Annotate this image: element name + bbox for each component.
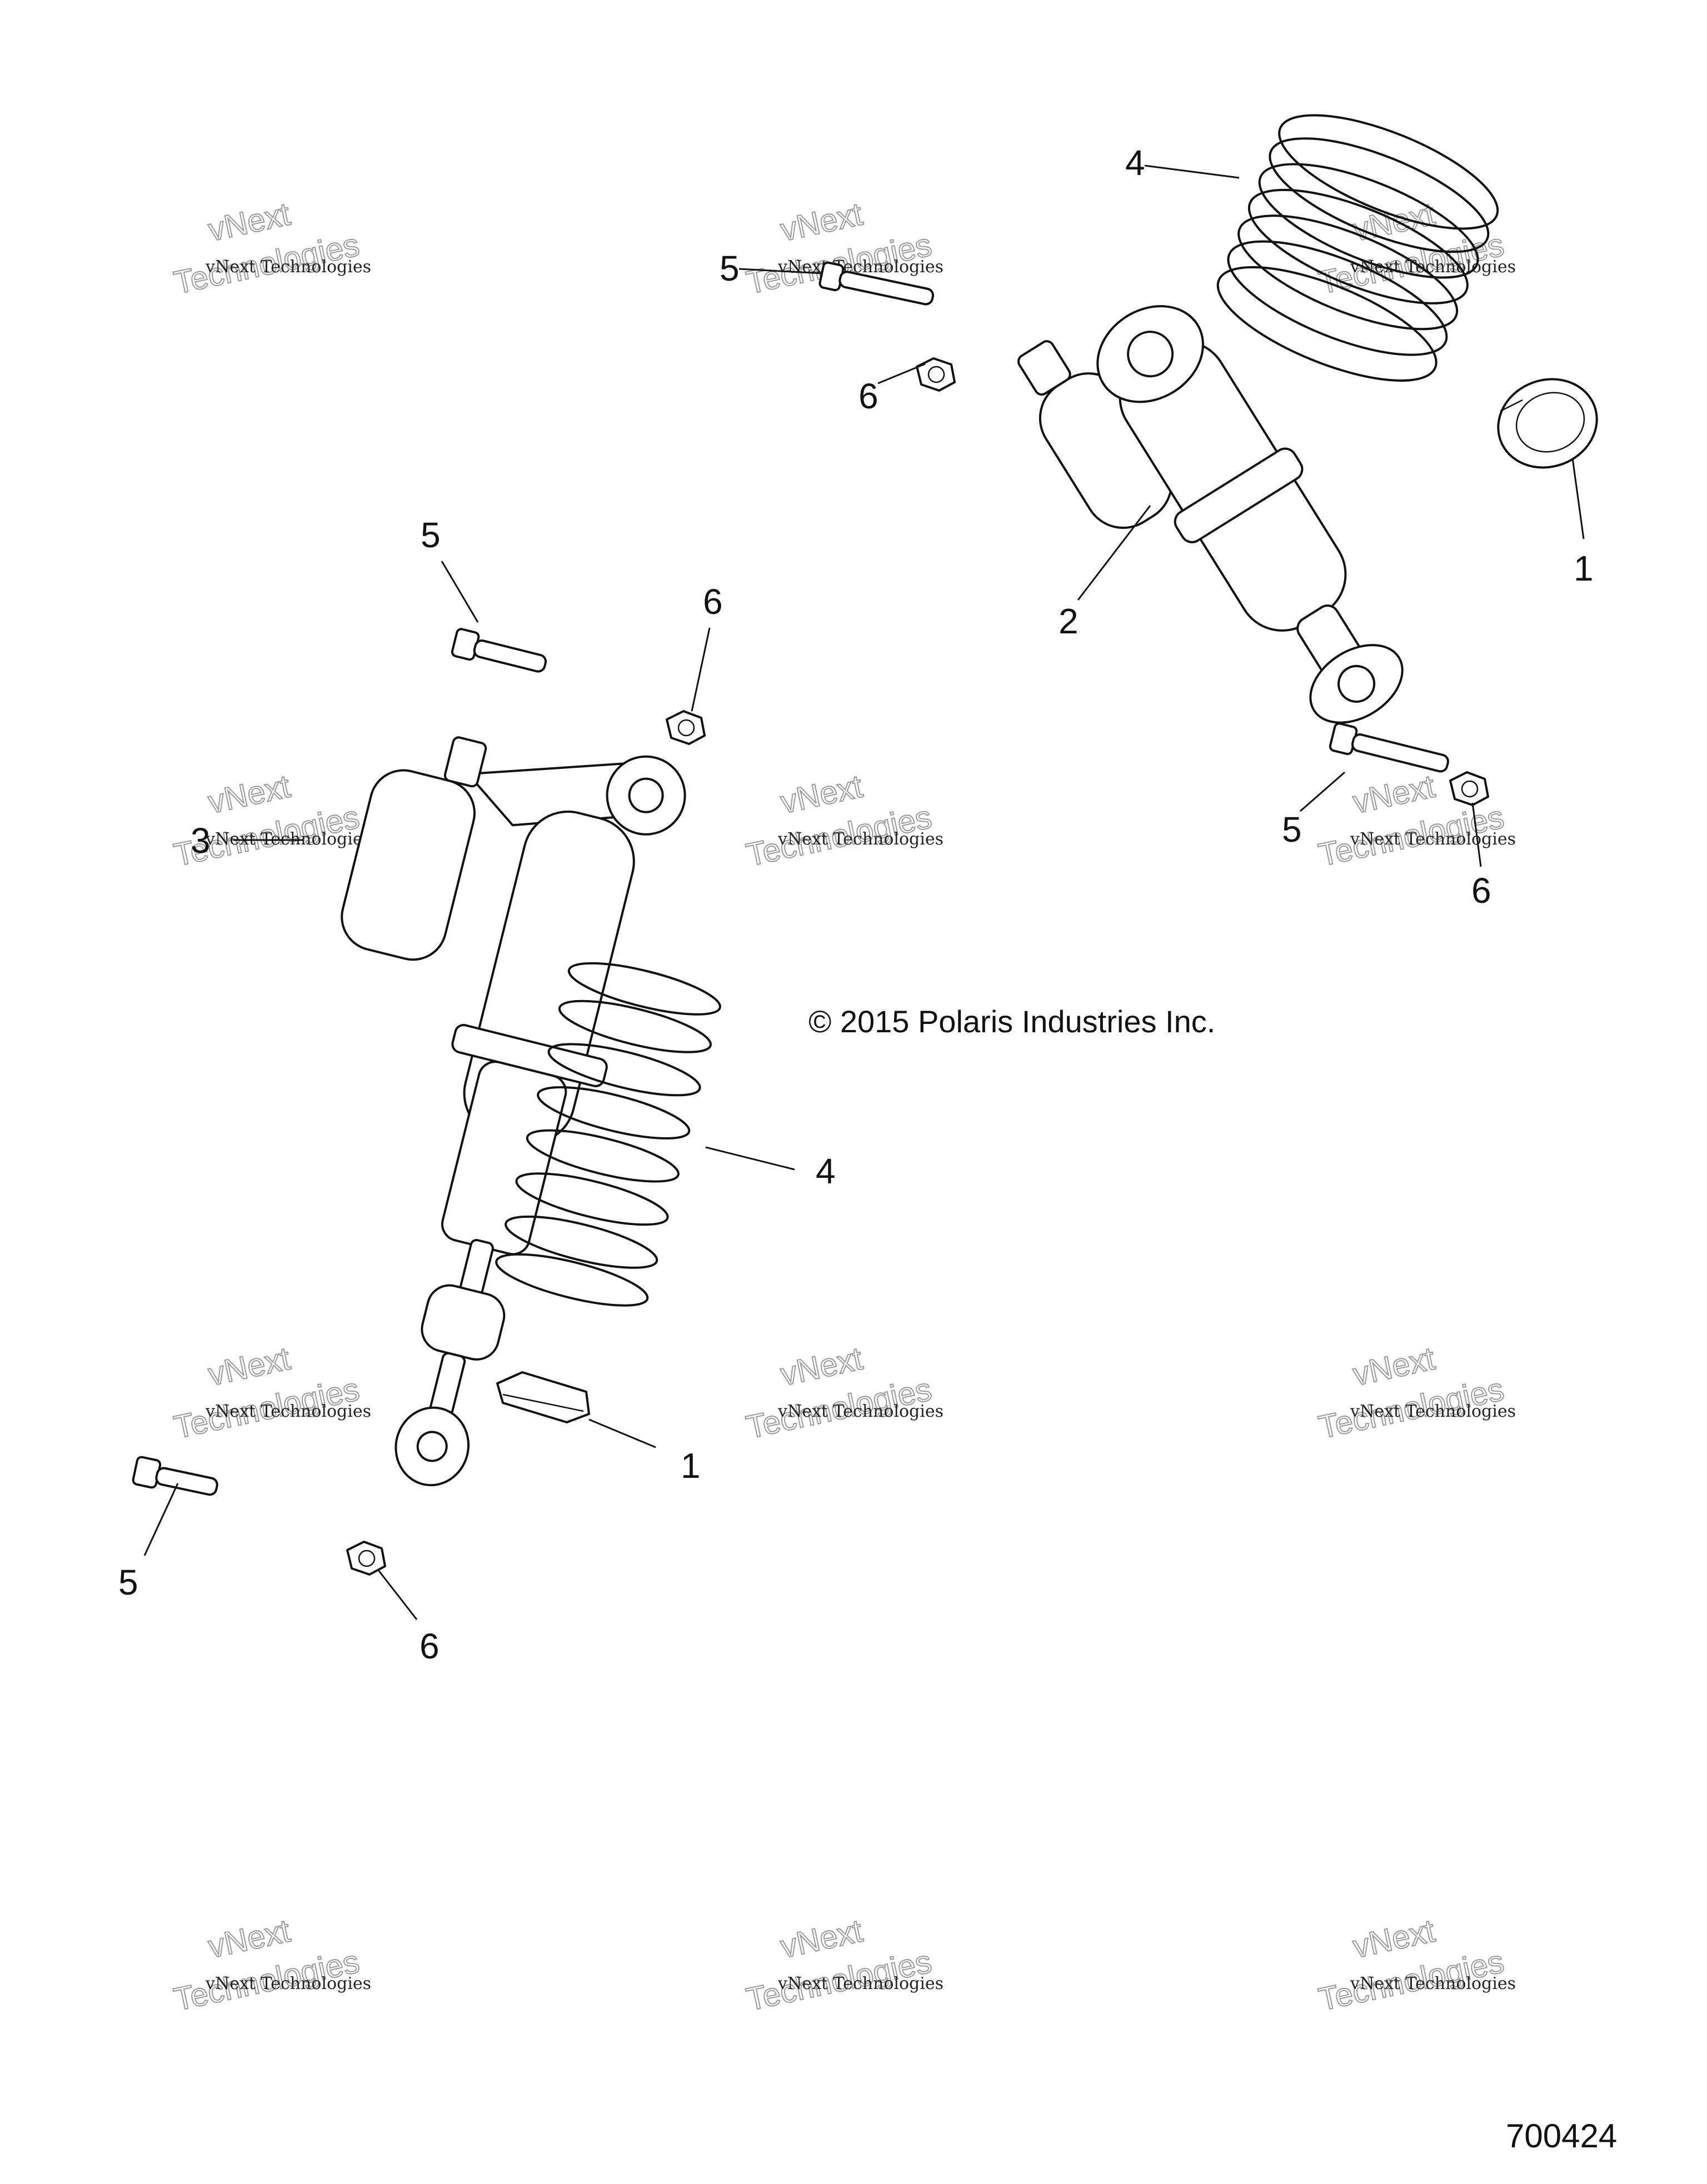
top-shock-absorber <box>1017 305 1404 724</box>
svg-text:vNext Technologies: vNext Technologies <box>777 1974 944 1993</box>
svg-text:vNext: vNext <box>205 768 293 821</box>
svg-text:vNext: vNext <box>1350 1913 1438 1965</box>
callout-top-retainer: 1 <box>1574 548 1594 588</box>
left-coil-spring <box>495 962 721 1307</box>
callout-top-spring: 4 <box>1125 143 1145 183</box>
svg-text:vNext Technologies: vNext Technologies <box>777 1402 944 1421</box>
callout-right-bolt: 5 <box>1282 809 1302 849</box>
left-spring-retainer <box>496 1371 590 1423</box>
top-bolt <box>818 261 934 306</box>
callouts: 4 5 6 1 2 5 6 3 5 6 4 1 5 6 <box>118 143 1594 1666</box>
callout-right-nut: 6 <box>1471 871 1491 911</box>
svg-text:vNext Technologies: vNext Technologies <box>777 829 944 849</box>
svg-text:vNext: vNext <box>777 768 866 821</box>
top-spring-retainer <box>1497 378 1598 469</box>
svg-text:vNext: vNext <box>205 1341 293 1393</box>
callout-left-spring: 4 <box>816 1151 836 1191</box>
watermark: vNext Technologies vNext Technologies <box>743 768 944 874</box>
watermark: vNext Technologies vNext Technologies <box>171 1340 372 1446</box>
right-bolt <box>1329 722 1449 773</box>
svg-text:vNext Technologies: vNext Technologies <box>1350 1974 1516 1993</box>
svg-text:vNext Technologies: vNext Technologies <box>205 257 371 277</box>
callout-top-nut: 6 <box>859 376 879 416</box>
callout-top-shock: 2 <box>1059 601 1079 641</box>
callout-left-nut-upper: 6 <box>703 582 723 622</box>
left-upper-bolt <box>451 628 547 673</box>
watermark: vNext Technologies vNext Technologies <box>1315 1340 1516 1446</box>
watermark: vNext Technologies vNext Technologies <box>743 1912 944 2018</box>
figure-number: 700424 <box>1506 2117 1617 2155</box>
svg-text:vNext: vNext <box>1350 1341 1438 1393</box>
watermark: vNext Technologies vNext Technologies <box>1315 1912 1516 2018</box>
left-shock-absorber <box>341 736 686 1487</box>
svg-text:vNext Technologies: vNext Technologies <box>1350 1402 1516 1421</box>
svg-text:vNext Technologies: vNext Technologies <box>205 1402 371 1421</box>
top-nut <box>916 357 956 392</box>
svg-text:vNext Technologies: vNext Technologies <box>1350 829 1516 849</box>
svg-text:vNext: vNext <box>777 1913 866 1965</box>
copyright-notice: © 2015 Polaris Industries Inc. <box>808 1004 1215 1039</box>
left-upper-nut <box>666 710 706 745</box>
left-lower-bolt <box>132 1456 218 1496</box>
svg-text:vNext: vNext <box>1350 768 1438 821</box>
callout-left-retainer: 1 <box>681 1446 701 1486</box>
svg-text:vNext: vNext <box>777 1341 866 1393</box>
left-lower-nut <box>346 1541 386 1576</box>
leader-lines <box>143 164 1585 1620</box>
svg-text:vNext Technologies: vNext Technologies <box>1350 257 1516 277</box>
svg-text:vNext: vNext <box>777 196 866 248</box>
right-nut <box>1449 771 1489 806</box>
svg-text:vNext: vNext <box>205 196 293 248</box>
svg-text:vNext: vNext <box>205 1913 293 1965</box>
callout-left-nut-lower: 6 <box>420 1626 440 1666</box>
watermark: vNext Technologies vNext Technologies <box>743 1340 944 1446</box>
callout-left-bolt-lower: 5 <box>118 1562 138 1602</box>
callout-top-bolt: 5 <box>720 248 740 288</box>
svg-text:vNext Technologies: vNext Technologies <box>205 1974 371 1993</box>
watermark: vNext Technologies vNext Technologies <box>171 196 372 302</box>
top-coil-spring <box>1216 114 1499 382</box>
callout-left-shock: 3 <box>191 821 211 861</box>
watermarks: vNext Technologies vNext Technologies vN… <box>171 196 1516 2018</box>
watermark: vNext Technologies vNext Technologies <box>171 1912 372 2018</box>
callout-left-bolt-upper: 5 <box>421 515 441 555</box>
